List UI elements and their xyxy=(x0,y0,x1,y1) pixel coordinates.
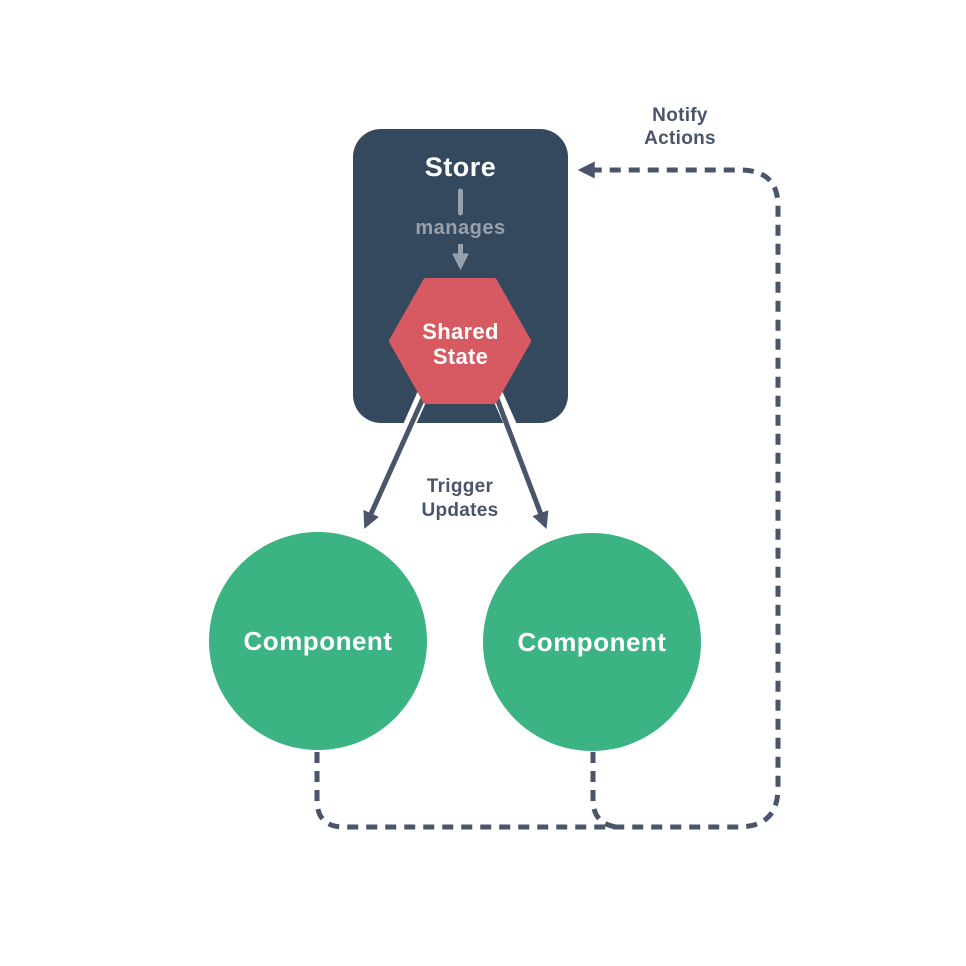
trigger-updates-label: Trigger Updates xyxy=(380,475,540,523)
component-label-right: Component xyxy=(517,626,667,657)
notify-actions-label: Notify Actions xyxy=(610,104,750,150)
notify-dashed-branch xyxy=(590,752,617,830)
manages-label: manages xyxy=(415,217,506,239)
shared-state-hexagon xyxy=(389,278,531,404)
component-node-left: Component xyxy=(209,532,427,750)
notify-dashed-path xyxy=(314,161,781,830)
component-label-left: Component xyxy=(243,625,393,656)
trigger-arrow-left xyxy=(363,394,427,529)
store-label: Store xyxy=(424,152,497,182)
trigger-line1: Trigger xyxy=(426,476,494,497)
shared-state-line1: Shared xyxy=(422,319,499,344)
notify-line1: Notify xyxy=(652,105,708,126)
trigger-line2: Updates xyxy=(421,500,499,521)
trigger-arrow-right xyxy=(493,395,549,529)
component-node-right: Component xyxy=(483,533,701,751)
notify-line2: Actions xyxy=(644,128,716,149)
shared-state-label: Shared State xyxy=(392,319,529,369)
shared-state-line2: State xyxy=(432,344,489,369)
